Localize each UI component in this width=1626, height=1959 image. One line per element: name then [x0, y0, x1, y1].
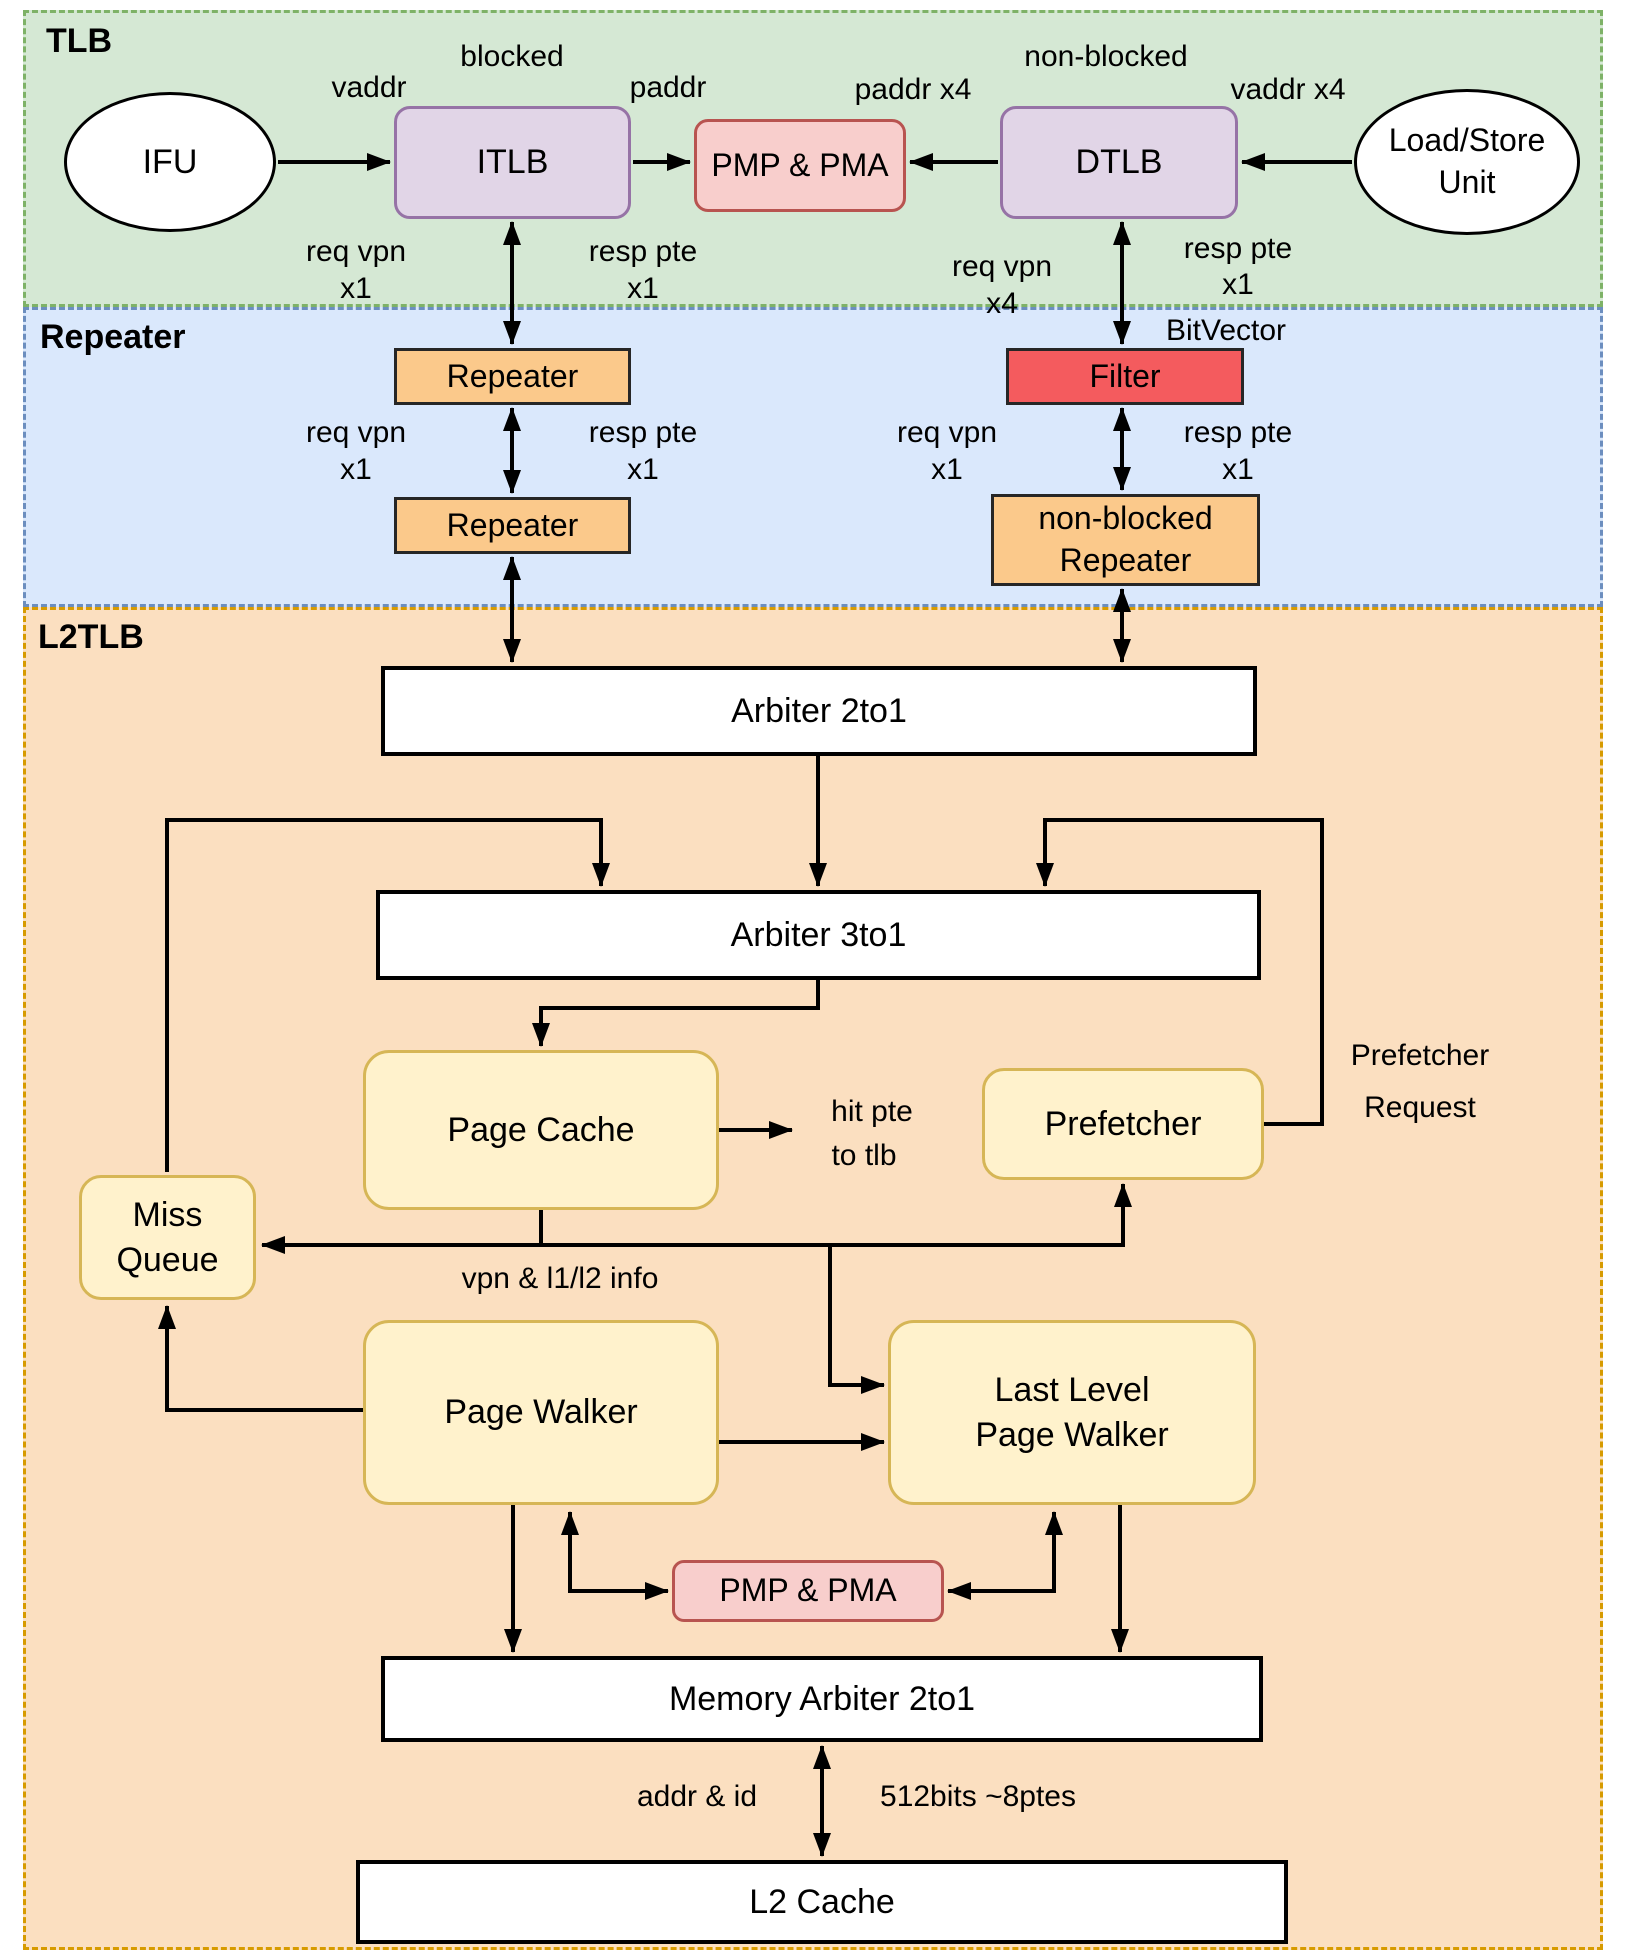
label-bitvector: BitVector: [1165, 314, 1287, 347]
arbiter-3to1-label: Arbiter 3to1: [730, 915, 907, 954]
load-store-unit-label-line2: Unit: [1438, 164, 1496, 200]
itlb-label: ITLB: [476, 143, 549, 182]
repeater1-node: Repeater: [394, 348, 631, 405]
repeater2-node: Repeater: [394, 497, 631, 554]
filter-label: Filter: [1089, 357, 1161, 394]
label-vaddr-x4-dtlb: vaddr x4: [1230, 73, 1346, 106]
pmp-pma-top-node: PMP & PMA: [694, 119, 906, 212]
label-hit-pte-line2: to tlb: [831, 1139, 897, 1172]
repeater1-label: Repeater: [446, 357, 579, 394]
filter-node: Filter: [1006, 348, 1244, 405]
nonblocked-repeater-label-line1: non-blocked: [1038, 500, 1213, 537]
dtlb-label: DTLB: [1075, 143, 1163, 182]
last-level-page-walker-node: Last Level Page Walker: [888, 1320, 1256, 1505]
edge-prefetcher-request-arbiter31: [1036, 818, 1324, 1126]
l2-cache-node: L2 Cache: [356, 1860, 1288, 1944]
label-paddr-itlb: paddr: [629, 71, 707, 104]
llpw-label-line2: Page Walker: [975, 1415, 1169, 1454]
label-vpn-info: vpn & l1/l2 info: [461, 1262, 659, 1295]
label-hit-pte-line1: hit pte: [831, 1095, 913, 1128]
repeater-region: [23, 307, 1603, 607]
label-x1-req-filter: x1: [931, 453, 963, 486]
label-resp-pte-dtlb: resp pte: [1183, 232, 1293, 265]
pmp-pma-bottom-node: PMP & PMA: [672, 1560, 944, 1622]
label-x1-req-itlb: x1: [340, 272, 372, 305]
edge-missqueue-arbiter31: [165, 818, 610, 1172]
edge-vpninfo-prefetcher: [541, 1183, 1132, 1247]
l2-cache-label: L2 Cache: [749, 1882, 895, 1921]
repeater-region-title: Repeater: [40, 318, 186, 356]
nonblocked-repeater-label-line2: Repeater: [1059, 542, 1192, 578]
label-resp-pte-repeater: resp pte: [588, 416, 698, 449]
l2tlb-region: [23, 607, 1603, 1950]
tlb-region-title: TLB: [46, 22, 113, 60]
dtlb-node: DTLB: [1000, 106, 1238, 219]
miss-queue-label-line2: Queue: [116, 1240, 219, 1279]
label-x1-req-repeater: x1: [340, 453, 372, 486]
prefetcher-node: Prefetcher: [982, 1068, 1264, 1180]
label-req-vpn-filter: req vpn: [896, 416, 998, 449]
label-x1-resp-repeater: x1: [627, 453, 659, 486]
label-x1-resp-dtlb: x1: [1222, 268, 1254, 301]
label-resp-pte-itlb: resp pte: [588, 235, 698, 268]
label-512bits-8ptes: 512bits ~8ptes: [880, 1780, 1076, 1813]
memory-arbiter-label: Memory Arbiter 2to1: [668, 1679, 976, 1718]
label-x1-resp-filter: x1: [1222, 453, 1254, 486]
llpw-label-line1: Last Level: [994, 1371, 1150, 1410]
label-resp-pte-filter: resp pte: [1183, 416, 1293, 449]
arbiter-3to1-node: Arbiter 3to1: [376, 890, 1261, 980]
page-walker-node: Page Walker: [363, 1320, 719, 1505]
label-vaddr-itlb: vaddr: [331, 71, 407, 104]
pmp-pma-top-label: PMP & PMA: [711, 146, 889, 183]
label-prefetcher-request-line1: Prefetcher: [1350, 1039, 1490, 1072]
label-req-vpn-repeater: req vpn: [305, 416, 407, 449]
miss-queue-label-line1: Miss: [132, 1196, 203, 1235]
prefetcher-label: Prefetcher: [1044, 1104, 1202, 1143]
label-blocked: blocked: [460, 40, 564, 73]
label-paddr-x4-dtlb: paddr x4: [854, 73, 972, 106]
edge-vpninfo-llpw: [828, 1245, 885, 1394]
ifu-node: IFU: [64, 92, 276, 232]
load-store-unit-label-line1: Load/Store: [1388, 122, 1546, 159]
repeater2-label: Repeater: [446, 506, 579, 543]
label-x1-resp-itlb: x1: [627, 272, 659, 305]
label-x4-req-dtlb: x4: [986, 287, 1018, 320]
load-store-unit-node: Load/Store Unit: [1354, 89, 1580, 235]
ifu-label: IFU: [142, 142, 198, 181]
page-cache-label: Page Cache: [447, 1110, 635, 1149]
arbiter-2to1-node: Arbiter 2to1: [381, 666, 1257, 756]
edge-pagewalker-pmp: [561, 1511, 669, 1600]
edge-arbiter31-pagecache: [532, 980, 820, 1047]
l2tlb-region-title: L2TLB: [38, 618, 144, 656]
memory-arbiter-node: Memory Arbiter 2to1: [381, 1656, 1263, 1742]
label-req-vpn-itlb: req vpn: [305, 235, 407, 268]
label-addr-id: addr & id: [636, 1780, 758, 1813]
arbiter-2to1-label: Arbiter 2to1: [731, 691, 907, 730]
edge-pagewalker-missqueue: [158, 1305, 363, 1412]
label-prefetcher-request-line2: Request: [1364, 1091, 1476, 1124]
itlb-node: ITLB: [394, 106, 631, 219]
pmp-pma-bottom-label: PMP & PMA: [719, 1572, 897, 1609]
page-cache-node: Page Cache: [363, 1050, 719, 1210]
miss-queue-node: Miss Queue: [79, 1175, 256, 1300]
page-walker-label: Page Walker: [444, 1393, 638, 1432]
edge-llpw-pmp: [947, 1511, 1063, 1600]
nonblocked-repeater-node: non-blocked Repeater: [991, 494, 1260, 586]
label-req-vpn-dtlb: req vpn: [951, 250, 1053, 283]
label-non-blocked: non-blocked: [1024, 40, 1188, 73]
